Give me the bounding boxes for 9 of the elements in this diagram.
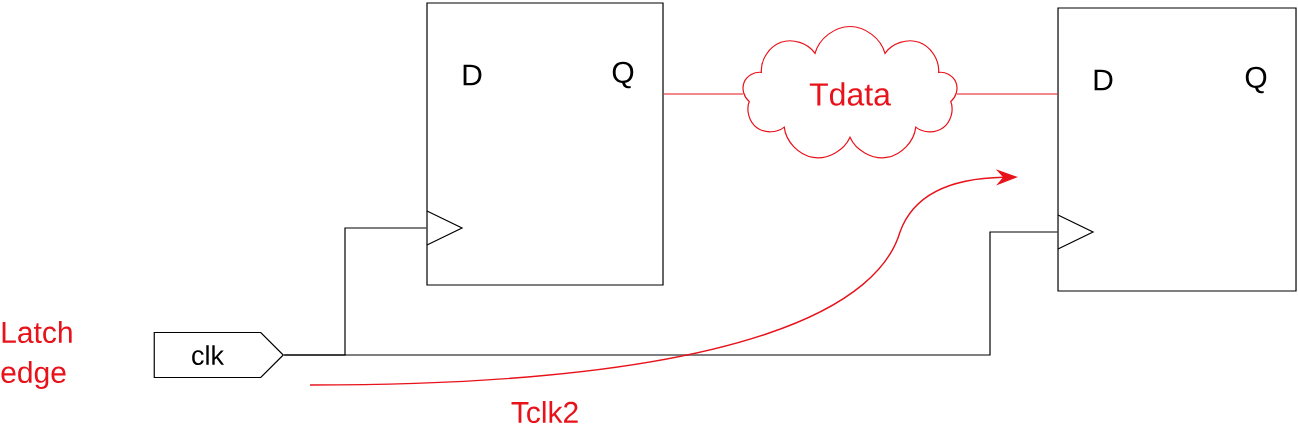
connector <box>663 93 744 95</box>
connector <box>956 93 1058 95</box>
flip-flop-box: D Q <box>1057 7 1297 292</box>
cloud: Tdata <box>742 25 958 159</box>
connector <box>283 231 1058 356</box>
delay-label: Latch edge <box>1 321 72 389</box>
flip-flop-box: D Q <box>426 2 664 286</box>
clock-port: clk <box>153 331 285 379</box>
delay-label: Tclk2 <box>511 401 578 424</box>
